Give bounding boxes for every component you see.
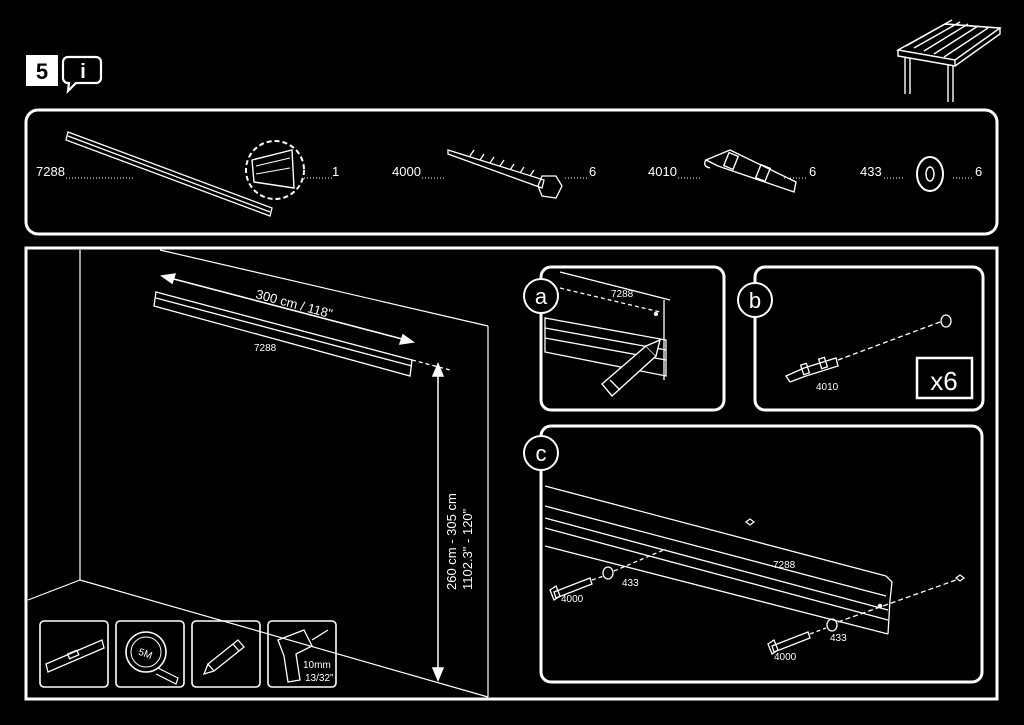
step-header: 5 i xyxy=(26,55,103,95)
panel-a-letter: a xyxy=(535,284,548,309)
parts-panel xyxy=(24,108,999,236)
rail-detail-magnifier-icon xyxy=(245,140,305,200)
tool-box-drill xyxy=(267,620,337,688)
panel-b xyxy=(753,265,985,412)
pergola-thumbnail-icon xyxy=(895,19,1002,102)
panel-c-rail xyxy=(544,485,893,635)
panel-c-badge: c xyxy=(523,435,559,471)
tool-box-tape xyxy=(115,620,185,688)
part-qty-7288: 1 xyxy=(332,164,339,179)
washer-icon xyxy=(916,156,944,192)
part-4010: 4010 6 xyxy=(648,149,816,193)
part-code-7288: 7288 xyxy=(36,164,65,179)
pencil-icon xyxy=(202,639,245,676)
wall-anchor-icon xyxy=(703,149,797,193)
panel-c-screw-left xyxy=(549,548,667,601)
panel-c-letter: c xyxy=(536,441,547,466)
panel-b-anchor xyxy=(785,314,952,383)
panel-a-rail-code: 7288 xyxy=(611,289,634,300)
panel-b-multiplier-box xyxy=(915,356,974,400)
panel-c-holes xyxy=(745,518,965,582)
panel-c-washer-code-left: 433 xyxy=(622,578,639,589)
panel-b-badge: b xyxy=(737,282,773,318)
panel-c-rail-code: 7288 xyxy=(773,560,796,571)
drill-imperial-label: 13/32" xyxy=(305,673,334,684)
rail-icon xyxy=(65,131,273,217)
part-qty-433: 6 xyxy=(975,164,982,179)
height-metric-label: 260 cm - 305 cm xyxy=(444,493,459,590)
screw-icon xyxy=(447,149,563,199)
panel-a-badge: a xyxy=(523,278,559,314)
rail-length-label: 300 cm / 118" xyxy=(254,286,334,321)
main-panel xyxy=(24,246,999,701)
panel-b-multiplier: x6 xyxy=(930,366,957,396)
height-dimension xyxy=(431,362,445,682)
info-icon: i xyxy=(61,55,103,95)
part-code-4010: 4010 xyxy=(648,164,677,179)
tape-measure-icon: 5M xyxy=(125,631,179,685)
panel-c-washer-code-right: 433 xyxy=(830,633,847,644)
rail-on-wall xyxy=(153,291,451,377)
part-code-4000: 4000 xyxy=(392,164,421,179)
panel-c-screw-code-right: 4000 xyxy=(774,652,797,663)
panel-c-screw-code-left: 4000 xyxy=(561,594,584,605)
part-qty-4000: 6 xyxy=(589,164,596,179)
panel-b-anchor-code: 4010 xyxy=(816,382,839,393)
panel-a-rail xyxy=(544,271,671,380)
part-4000: 4000 6 xyxy=(392,149,596,199)
tools-row: 5M 10mm 13/32" xyxy=(39,620,337,688)
height-imperial-label: 1102.3" - 120" xyxy=(460,508,475,590)
part-433: 433 6 xyxy=(860,156,982,192)
spirit-level-icon xyxy=(45,639,105,673)
drill-metric-label: 10mm xyxy=(303,660,331,671)
panel-c-screw-right xyxy=(767,579,957,655)
part-7288: 7288 1 xyxy=(36,131,339,217)
panel-a-pencil-icon xyxy=(601,338,662,398)
tool-box-pencil xyxy=(191,620,261,688)
step-number-box xyxy=(26,55,58,86)
rail-code-label: 7288 xyxy=(254,343,277,354)
panel-b-letter: b xyxy=(749,288,761,313)
drill-icon xyxy=(277,629,329,683)
tool-box-level xyxy=(39,620,109,688)
wall-drawing xyxy=(27,249,489,698)
tape-label: 5M xyxy=(137,647,154,662)
step-number: 5 xyxy=(36,59,48,84)
panel-c xyxy=(539,424,984,684)
part-qty-4010: 6 xyxy=(809,164,816,179)
info-glyph: i xyxy=(80,61,86,83)
rail-length-dimension xyxy=(160,273,415,345)
part-code-433: 433 xyxy=(860,164,882,179)
panel-a xyxy=(539,265,726,412)
